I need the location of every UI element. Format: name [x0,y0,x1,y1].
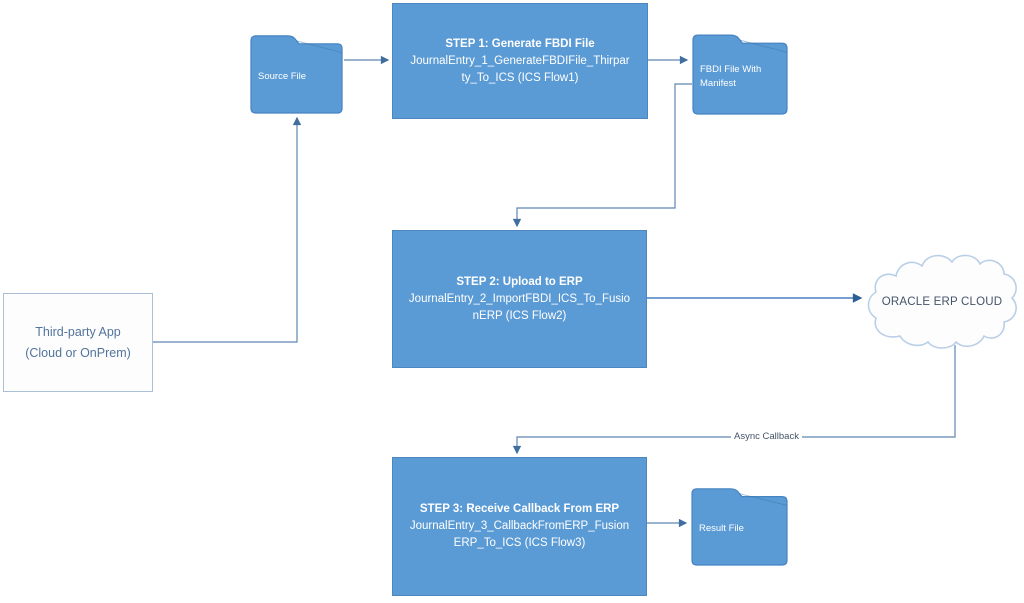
oracle-erp-cloud-shape: ORACLE ERP CLOUD [864,248,1020,356]
step3-box: STEP 3: Receive Callback From ERP Journa… [392,457,647,596]
connector-fbdifolder-to-step2 [512,83,692,228]
step3-body-line2: ERP_To_ICS (ICS Flow3) [453,537,586,549]
fbdi-file-folder: FBDI File With Manifest [691,26,789,115]
step2-title: STEP 2: Upload to ERP [456,275,583,288]
source-file-folder-label: Source File [258,71,307,82]
source-file-folder: Source File [249,27,344,114]
step1-box: STEP 1: Generate FBDI File JournalEntry_… [392,3,648,119]
fbdi-file-folder-label: FBDI File With Manifest [700,64,762,90]
oracle-erp-cloud-label: ORACLE ERP CLOUD [881,296,1003,308]
step2-box: STEP 2: Upload to ERP JournalEntry_2_Imp… [392,230,647,368]
cloud-icon [867,254,1017,349]
folder-icon [691,488,788,566]
result-file-folder: Result File [690,480,789,566]
step2-body-line1: JournalEntry_2_ImportFBDI_ICS_To_Fusio [408,292,631,305]
result-file-folder-label: Result File [699,523,744,535]
step3-body-line1: JournalEntry_3_CallbackFromERP_Fusion [409,520,630,532]
step3-title: STEP 3: Receive Callback From ERP [419,503,620,515]
third-party-app-box: Third-party App (Cloud or OnPrem) [3,293,153,392]
folder-icon [250,35,343,114]
folder-icon [692,34,788,115]
third-party-app-label-line1: Third-party App [35,324,121,339]
step1-title: STEP 1: Generate FBDI File [445,37,595,50]
step1-body-line1: JournalEntry_1_GenerateFBDIFile_Thirpar [410,54,630,67]
third-party-app-label-line2: (Cloud or OnPrem) [25,345,131,360]
connector-thirdparty-to-sourcefile [153,116,302,343]
async-callback-label: Async Callback [731,430,802,443]
step2-body-line2: nERP (ICS Flow2) [472,309,567,322]
step1-body-line2: ty_To_ICS (ICS Flow1) [461,71,579,84]
